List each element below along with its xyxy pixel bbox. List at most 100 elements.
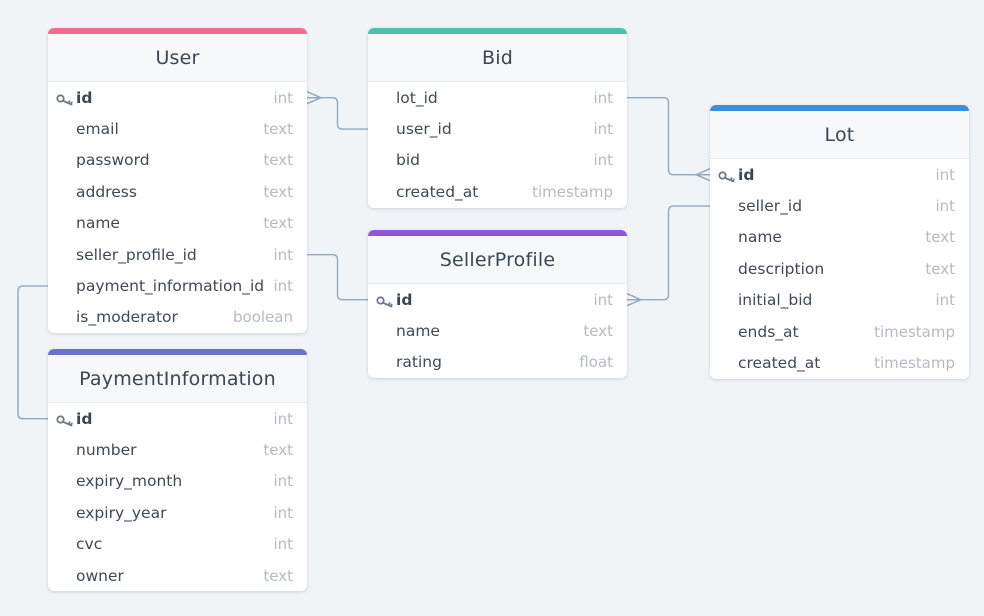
column-row-id[interactable]: id int [368, 284, 627, 315]
column-type: text [263, 120, 293, 139]
column-row-payment-information-id[interactable]: payment_information_id int [48, 270, 307, 301]
key-icon [56, 91, 76, 106]
table-header[interactable]: Lot [710, 105, 969, 159]
column-row-bid[interactable]: bid int [368, 145, 627, 176]
column-row-expiry-month[interactable]: expiry_month int [48, 466, 307, 497]
column-row-cvc[interactable]: cvc int [48, 529, 307, 560]
column-type: int [593, 290, 613, 309]
column-name: bid [396, 151, 420, 170]
column-name: seller_profile_id [76, 245, 197, 264]
column-type: int [593, 88, 613, 107]
column-type: int [273, 472, 293, 491]
crows-foot-1 [694, 168, 711, 182]
column-row-id[interactable]: id int [710, 159, 969, 190]
column-type: text [263, 441, 293, 460]
column-name: id [396, 290, 413, 309]
column-row-ends-at[interactable]: ends_at timestamp [710, 316, 969, 347]
key-icon [718, 168, 738, 183]
column-type: int [935, 165, 955, 184]
column-type: timestamp [874, 322, 955, 341]
column-row-rating[interactable]: rating float [368, 347, 627, 378]
column-row-is-moderator[interactable]: is_moderator boolean [48, 302, 307, 333]
column-name: id [738, 165, 755, 184]
column-name: is_moderator [76, 308, 178, 327]
table-title: Bid [482, 46, 513, 69]
table-header[interactable]: SellerProfile [368, 230, 627, 284]
column-row-expiry-year[interactable]: expiry_year int [48, 497, 307, 528]
column-name: id [76, 409, 93, 428]
column-name: rating [396, 353, 442, 372]
key-icon [56, 412, 76, 427]
column-name: name [76, 214, 120, 233]
table-header[interactable]: PaymentInformation [48, 349, 307, 403]
column-row-owner[interactable]: owner text [48, 560, 307, 591]
column-type: text [925, 259, 955, 278]
table-title: Lot [824, 123, 855, 146]
column-type: text [263, 566, 293, 585]
table-header[interactable]: User [48, 28, 307, 82]
column-type: int [273, 535, 293, 554]
column-row-description[interactable]: description text [710, 253, 969, 284]
column-row-lot-id[interactable]: lot_id int [368, 82, 627, 113]
column-name: cvc [76, 535, 103, 554]
column-name: description [738, 259, 825, 278]
column-row-seller-profile-id[interactable]: seller_profile_id int [48, 239, 307, 270]
column-row-number[interactable]: number text [48, 434, 307, 465]
column-name: ends_at [738, 322, 799, 341]
table-paymentinformation[interactable]: PaymentInformation id int number text expiry… [48, 349, 307, 592]
table-title: SellerProfile [439, 248, 556, 271]
table-title: PaymentInformation [79, 367, 276, 390]
column-name: created_at [396, 182, 479, 201]
column-name: name [396, 322, 440, 341]
table-sellerprofile[interactable]: SellerProfile id int name text rating float [368, 230, 627, 379]
column-type: int [273, 245, 293, 264]
table-header[interactable]: Bid [368, 28, 627, 82]
relationship-line-1 [627, 96, 710, 176]
column-type: boolean [233, 308, 293, 327]
column-name: user_id [396, 120, 452, 139]
column-name: owner [76, 566, 124, 585]
column-name: lot_id [396, 88, 438, 107]
relationship-line-0 [307, 96, 368, 130]
column-name: expiry_year [76, 503, 167, 522]
column-type: text [583, 322, 613, 341]
column-name: expiry_month [76, 472, 183, 491]
column-type: text [925, 228, 955, 247]
table-title: User [155, 46, 200, 69]
column-type: text [263, 214, 293, 233]
crows-foot-0 [306, 91, 323, 105]
column-row-name[interactable]: name text [368, 315, 627, 346]
column-type: int [273, 409, 293, 428]
column-name: id [76, 88, 93, 107]
column-name: initial_bid [738, 291, 813, 310]
column-type: int [273, 503, 293, 522]
column-name: address [76, 182, 137, 201]
column-row-id[interactable]: id int [48, 403, 307, 434]
column-type: int [935, 197, 955, 216]
crows-foot-3 [626, 293, 643, 307]
column-name: created_at [738, 354, 821, 373]
column-row-name[interactable]: name text [48, 208, 307, 239]
column-name: number [76, 441, 137, 460]
column-type: text [263, 151, 293, 170]
column-type: int [273, 277, 293, 296]
relationship-line-4 [17, 285, 48, 420]
column-type: int [593, 151, 613, 170]
relationship-line-2 [307, 253, 368, 301]
column-name: payment_information_id [76, 277, 265, 296]
column-type: float [579, 353, 613, 372]
